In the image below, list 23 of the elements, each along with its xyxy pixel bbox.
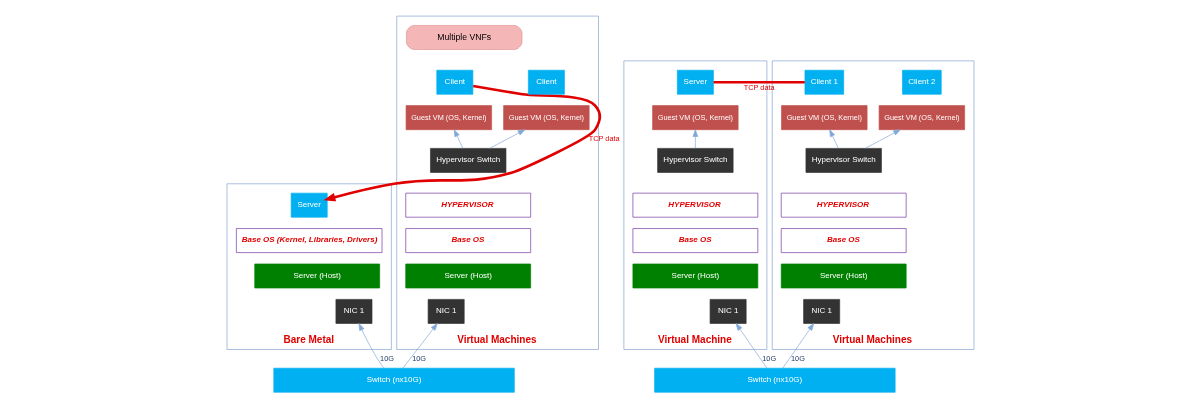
edge-label: 10G <box>762 353 777 363</box>
node-box: Guest VM (OS, Kernel) <box>878 105 965 130</box>
arrow <box>864 129 901 149</box>
arrow <box>829 129 839 149</box>
connector <box>713 80 805 84</box>
node-box: Guest VM (OS, Kernel) <box>503 105 590 130</box>
arrow <box>735 323 768 369</box>
edge-label: 10G <box>791 353 805 363</box>
edge-label: TCP data <box>743 83 775 93</box>
node-box: Multiple VNFs <box>406 25 523 50</box>
arrow <box>402 323 438 369</box>
edge-label: TCP data <box>588 133 620 143</box>
arrow <box>358 323 385 369</box>
arrow <box>453 129 464 149</box>
arrow <box>489 129 526 149</box>
node-box: Guest VM (OS, Kernel) <box>652 105 739 130</box>
edge-label: 10G <box>380 353 394 363</box>
arrow <box>782 323 814 369</box>
node-box: Guest VM (OS, Kernel) <box>781 105 868 130</box>
arrow <box>323 84 602 202</box>
arrow <box>692 129 699 149</box>
edge-label: 10G <box>412 353 427 363</box>
node-box: Guest VM (OS, Kernel) <box>405 105 492 130</box>
